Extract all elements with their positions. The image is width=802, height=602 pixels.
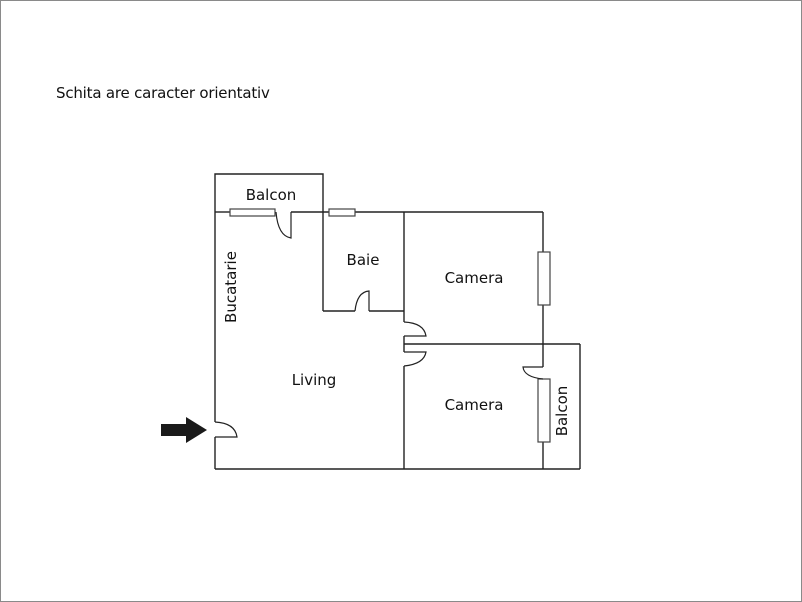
disclaimer-note: Schita are caracter orientativ xyxy=(56,84,270,102)
room-label-camera-1: Camera xyxy=(445,269,504,287)
room-label-baie: Baie xyxy=(347,251,380,269)
doors xyxy=(214,211,544,438)
windows xyxy=(229,208,551,443)
walls xyxy=(214,211,581,470)
room-label-balcon-top: Balcon xyxy=(246,186,297,204)
arrow-right-icon xyxy=(161,417,207,443)
room-label-living: Living xyxy=(292,371,337,389)
room-label-camera-2: Camera xyxy=(445,396,504,414)
balcony-top xyxy=(214,173,324,212)
room-label-balcon-right: Balcon xyxy=(553,386,571,437)
room-label-bucatarie: Bucatarie xyxy=(222,251,240,323)
